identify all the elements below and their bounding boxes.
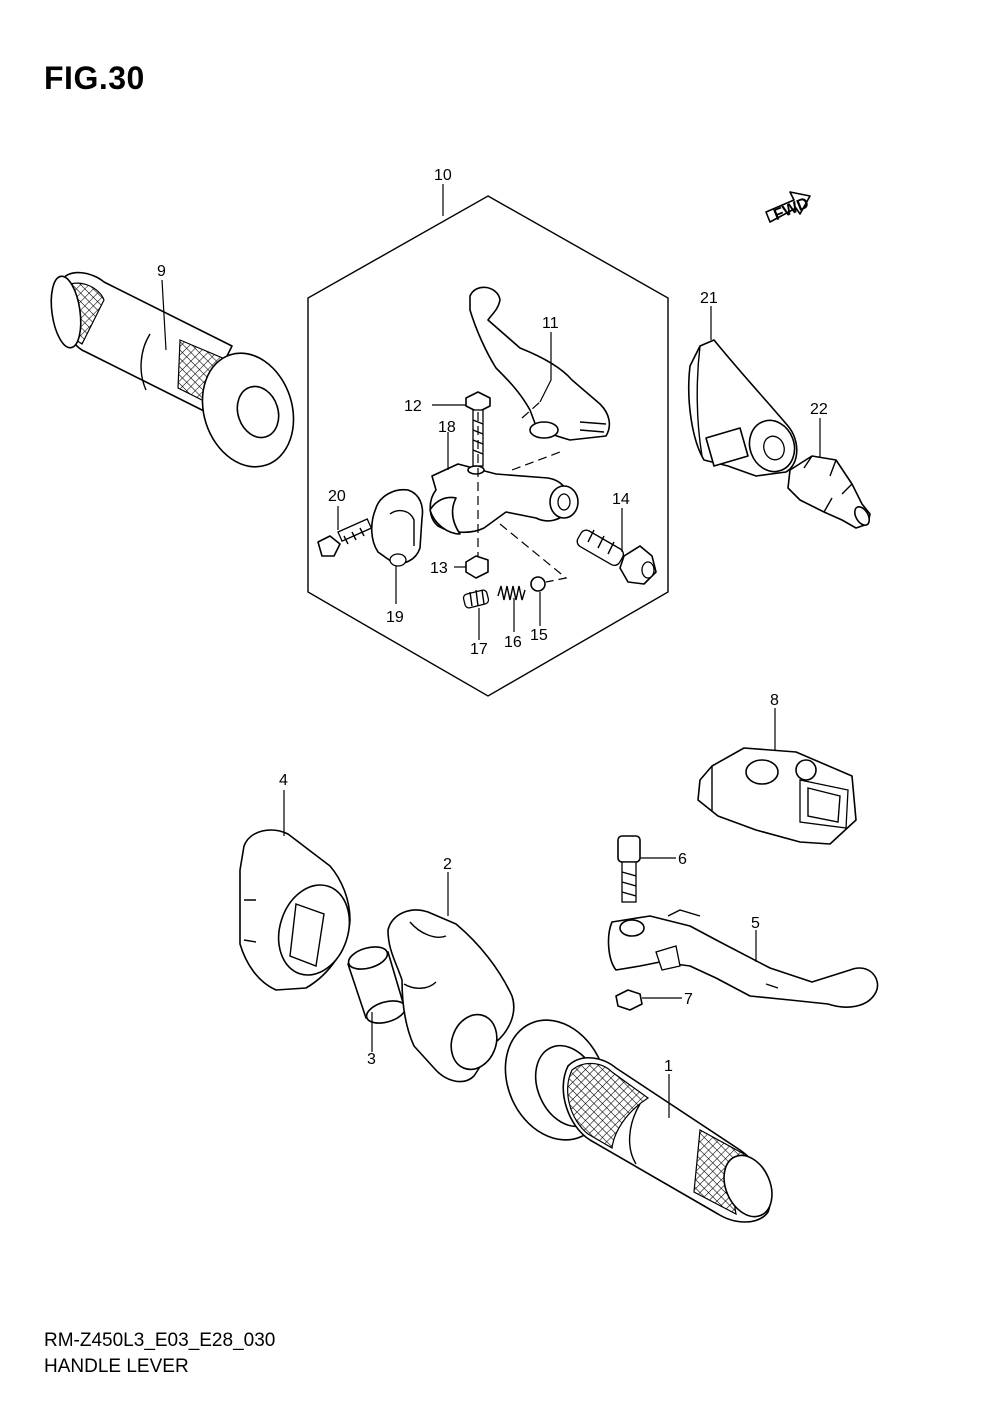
part-6-bolt	[617, 835, 641, 903]
part-11-clutch-lever	[469, 286, 611, 441]
callout-10: 10	[434, 167, 452, 184]
callout-12: 12	[404, 398, 422, 415]
callout-8: 8	[770, 692, 779, 709]
part-18-lever-holder	[429, 463, 579, 535]
callout-14: 14	[612, 491, 630, 508]
part-17-plunger	[462, 589, 490, 609]
callout-16: 16	[504, 634, 522, 651]
fwd-label: FWD	[771, 195, 811, 224]
part-19-clamp	[370, 488, 424, 567]
part-2-throttle-housing	[387, 909, 515, 1083]
part-8-lever-cover	[697, 747, 857, 845]
diagram-code: RM-Z450L3_E03_E28_030	[44, 1330, 276, 1351]
callout-7: 7	[684, 991, 693, 1008]
part-16-spring	[497, 585, 526, 601]
part-22-cable-adjuster	[787, 455, 871, 529]
part-7-nut	[615, 989, 643, 1011]
part-15-ball	[530, 576, 546, 592]
callout-21: 21	[700, 290, 718, 307]
assembly-line	[521, 401, 541, 419]
figure-title: FIG.30	[44, 60, 145, 96]
callout-18: 18	[438, 419, 456, 436]
part-1-grip	[504, 1019, 773, 1223]
callout-5: 5	[751, 915, 760, 932]
callout-2: 2	[443, 856, 452, 873]
callout-6: 6	[678, 851, 687, 868]
assembly-10-boundary	[307, 195, 669, 697]
part-9-grip	[50, 271, 295, 468]
callout-1: 1	[664, 1058, 673, 1075]
callout-20: 20	[328, 488, 346, 505]
part-14-adjuster	[576, 529, 657, 585]
part-3-sleeve	[347, 946, 407, 1024]
callout-22: 22	[810, 401, 828, 418]
callout-15: 15	[530, 627, 548, 644]
part-20-clamp-bolt	[317, 518, 373, 557]
callout-17: 17	[470, 641, 488, 658]
part-4-throttle-cover	[239, 829, 351, 991]
part-5-lever	[607, 909, 879, 1008]
callout-9: 9	[157, 263, 166, 280]
part-13-nut	[465, 555, 489, 579]
assembly-line	[499, 523, 568, 583]
fwd-arrow-icon: FWD	[765, 191, 811, 224]
callout-19: 19	[386, 609, 404, 626]
callout-11: 11	[542, 315, 559, 332]
assembly-line	[511, 451, 561, 471]
callout-4: 4	[279, 772, 288, 789]
callout-13: 13	[430, 560, 448, 577]
part-21-lever-cover	[687, 339, 798, 477]
callout-3: 3	[367, 1051, 376, 1068]
diagram-name: HANDLE LEVER	[44, 1356, 189, 1377]
